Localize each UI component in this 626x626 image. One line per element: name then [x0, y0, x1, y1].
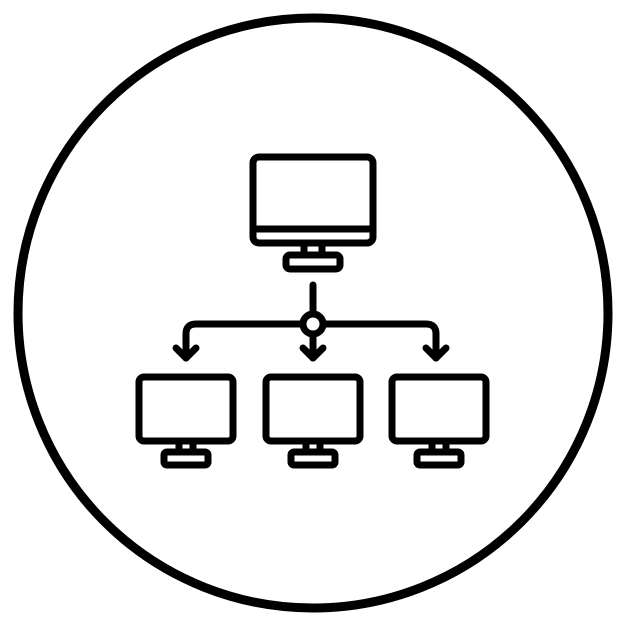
down-arrow-icon [422, 330, 450, 362]
host-monitor-base [282, 251, 344, 273]
host-monitor-screen [249, 153, 377, 247]
down-arrow-icon [299, 330, 327, 362]
client-monitor-icon [262, 373, 364, 469]
circle-frame [13, 13, 613, 613]
down-arrow-icon [172, 330, 200, 362]
host-monitor-icon [249, 153, 377, 273]
client-monitor-icon [135, 373, 237, 469]
client-monitor-icon [388, 373, 490, 469]
